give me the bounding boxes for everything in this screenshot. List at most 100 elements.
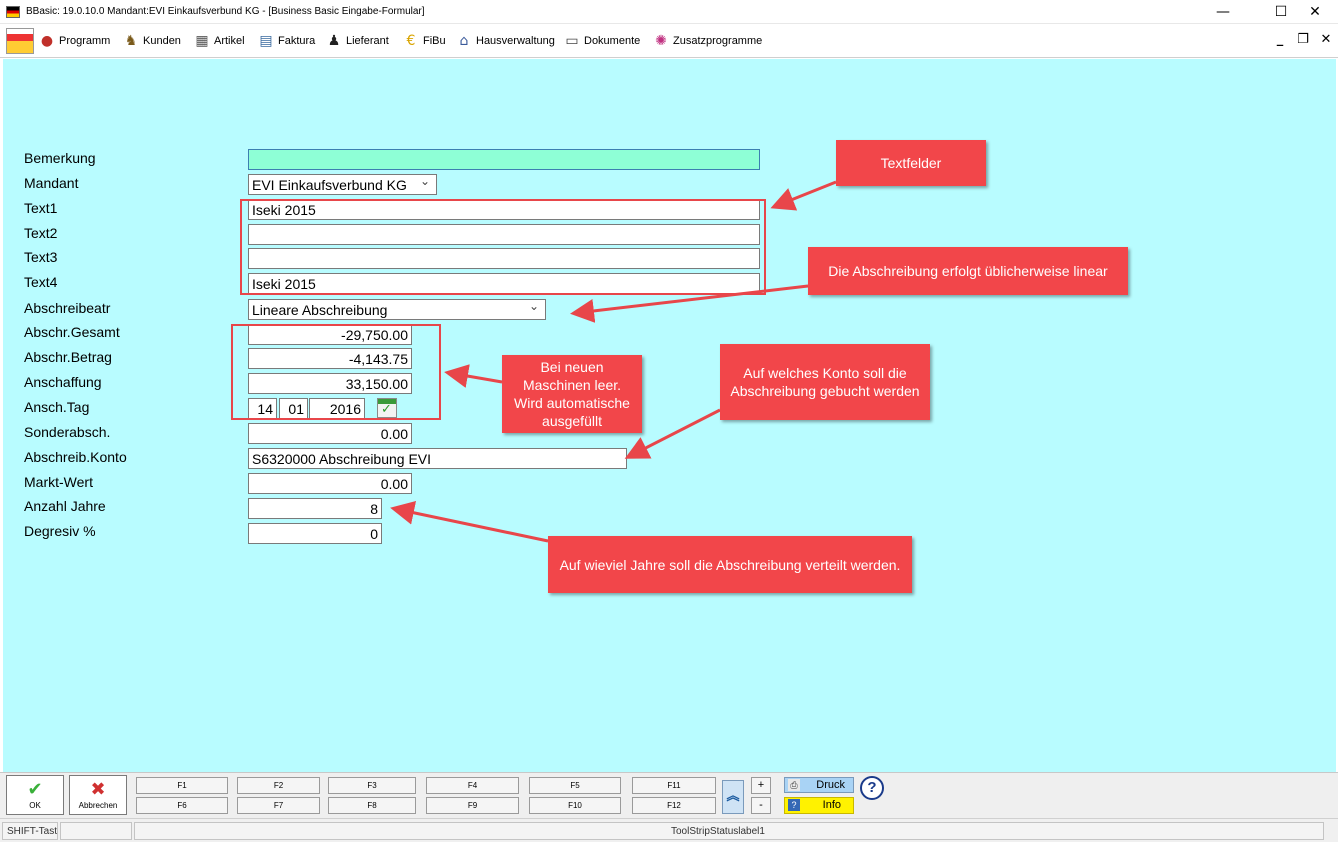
degresiv-input[interactable]: 0 <box>248 523 382 544</box>
callout-textfelder: Textfelder <box>836 140 986 186</box>
callout-jahre: Auf wieviel Jahre soll die Abschreibung … <box>548 536 912 593</box>
f1-button[interactable]: F1 <box>136 777 228 794</box>
label-ansch-tag: Ansch.Tag <box>24 399 90 415</box>
abschr-betrag-input[interactable]: -4,143.75 <box>248 348 412 369</box>
f6-button[interactable]: F6 <box>136 797 228 814</box>
calendar-icon[interactable] <box>377 398 397 418</box>
menu-label: Kunden <box>143 35 181 47</box>
markt-wert-input[interactable]: 0.00 <box>248 473 412 494</box>
form-area: Bemerkung Mandant Text1 Text2 Text3 Text… <box>3 59 1336 772</box>
druck-button[interactable]: ⎙ Druck <box>784 777 854 793</box>
label-text2: Text2 <box>24 225 58 241</box>
ok-button[interactable]: ✔ OK <box>6 775 64 815</box>
bottom-toolbar: ✔ OK ✖ Abbrechen F1 F2 F3 F4 F5 F11 F6 F… <box>0 772 1338 818</box>
cancel-x-icon: ✖ <box>90 779 106 800</box>
ansch-tag-year-input[interactable]: 2016 <box>309 398 365 419</box>
menu-lieferant[interactable]: ♟ Lieferant <box>325 31 389 51</box>
f10-button[interactable]: F10 <box>529 797 621 814</box>
title-bar: BBasic: 19.0.10.0 Mandant:EVI Einkaufsve… <box>0 0 1338 24</box>
plus-button[interactable]: + <box>751 777 771 794</box>
menu-zusatzprogramme[interactable]: ✺ Zusatzprogramme <box>652 31 762 51</box>
label-text3: Text3 <box>24 249 58 265</box>
abbrechen-label: Abbrechen <box>78 801 118 810</box>
abschreib-konto-input[interactable]: S6320000 Abschreibung EVI <box>248 448 627 469</box>
f7-button[interactable]: F7 <box>237 797 320 814</box>
f4-button[interactable]: F4 <box>426 777 519 794</box>
info-button[interactable]: ? Info <box>784 797 854 814</box>
abbrechen-button[interactable]: ✖ Abbrechen <box>69 775 127 815</box>
artikel-icon: ▦ <box>195 33 209 49</box>
f5-button[interactable]: F5 <box>529 777 621 794</box>
status-shift-taste: SHIFT-Taste <box>2 822 58 840</box>
label-text4: Text4 <box>24 274 58 290</box>
anschaffung-input[interactable]: 33,150.00 <box>248 373 412 394</box>
menu-label: Hausverwaltung <box>476 35 555 47</box>
double-chevron-up-icon[interactable]: ︽ <box>722 780 744 814</box>
bemerkung-input[interactable] <box>248 149 760 170</box>
menu-label: FiBu <box>423 35 446 47</box>
help-icon[interactable]: ? <box>860 776 884 800</box>
printer-icon: ⎙ <box>788 779 800 791</box>
menu-label: Faktura <box>278 35 316 47</box>
status-bar: SHIFT-Taste ToolStripStatuslabel1 <box>0 818 1338 842</box>
mdi-close-button[interactable]: ✕ <box>1320 32 1332 47</box>
f11-button[interactable]: F11 <box>632 777 716 794</box>
ok-label: OK <box>29 801 41 810</box>
f2-button[interactable]: F2 <box>237 777 320 794</box>
abschr-gesamt-input[interactable]: -29,750.00 <box>248 324 412 345</box>
app-icon <box>6 6 20 18</box>
label-sonderabsch: Sonderabsch. <box>24 424 111 440</box>
bbasic-logo-icon <box>6 28 34 54</box>
anzahl-jahre-input[interactable]: 8 <box>248 498 382 519</box>
betrag-highlight-box <box>231 324 441 420</box>
mandant-select[interactable]: EVI Einkaufsverbund KG <box>248 174 437 195</box>
minimize-button[interactable]: — <box>1216 4 1230 20</box>
dokumente-icon: ▭ <box>565 33 579 49</box>
text1-input[interactable]: Iseki 2015 <box>248 199 760 220</box>
info-icon: ? <box>788 799 800 811</box>
druck-label: Druck <box>816 779 845 791</box>
text2-input[interactable] <box>248 224 760 245</box>
menu-dokumente[interactable]: ▭ Dokumente <box>563 31 640 51</box>
info-label: Info <box>822 799 841 811</box>
label-anzahl-jahre: Anzahl Jahre <box>24 498 106 514</box>
f3-button[interactable]: F3 <box>328 777 416 794</box>
mdi-restore-button[interactable]: ❐ <box>1297 32 1309 47</box>
zusatzprogramme-icon: ✺ <box>655 33 667 49</box>
label-markt-wert: Markt-Wert <box>24 474 93 490</box>
menu-label: Lieferant <box>346 35 389 47</box>
f12-button[interactable]: F12 <box>632 797 716 814</box>
text3-input[interactable] <box>248 248 760 269</box>
menu-label: Programm <box>59 35 111 47</box>
textfelder-highlight-box <box>240 199 766 295</box>
minus-button[interactable]: - <box>751 797 771 814</box>
menu-faktura[interactable]: ▤ Faktura <box>257 31 315 51</box>
f8-button[interactable]: F8 <box>328 797 416 814</box>
kunden-icon: ♞ <box>124 33 138 49</box>
status-label1: ToolStripStatuslabel1 <box>134 822 1324 840</box>
close-button[interactable]: ✕ <box>1309 4 1321 20</box>
programm-icon: ● <box>40 33 54 49</box>
label-anschaffung: Anschaffung <box>24 374 102 390</box>
menu-kunden[interactable]: ♞ Kunden <box>122 31 181 51</box>
abschreibeart-select[interactable]: Lineare Abschreibung <box>248 299 546 320</box>
ansch-tag-month-input[interactable]: 01 <box>279 398 308 419</box>
callout-neue-maschinen: Bei neuen Maschinen leer. Wird automatis… <box>502 355 642 433</box>
menu-fibu[interactable]: € FiBu <box>402 31 446 51</box>
callout-konto: Auf welches Konto soll die Abschreibung … <box>720 344 930 420</box>
menu-label: Zusatzprogramme <box>673 35 763 47</box>
sonderabsch-input[interactable]: 0.00 <box>248 423 412 444</box>
maximize-button[interactable]: ☐ <box>1274 4 1288 20</box>
lieferant-icon: ♟ <box>327 33 341 49</box>
hausverwaltung-icon: ⌂ <box>459 33 469 49</box>
f9-button[interactable]: F9 <box>426 797 519 814</box>
mdi-minimize-button[interactable]: _ <box>1276 32 1284 47</box>
menu-hausverwaltung[interactable]: ⌂ Hausverwaltung <box>455 31 555 51</box>
menu-programm[interactable]: ● Programm <box>38 31 110 51</box>
status-empty-cell <box>60 822 132 840</box>
menu-artikel[interactable]: ▦ Artikel <box>193 31 244 51</box>
label-mandant: Mandant <box>24 175 79 191</box>
label-abschr-betrag: Abschr.Betrag <box>24 349 112 365</box>
callout-abschreibung-linear: Die Abschreibung erfolgt üblicherweise l… <box>808 247 1128 295</box>
checkmark-icon: ✔ <box>27 779 43 800</box>
